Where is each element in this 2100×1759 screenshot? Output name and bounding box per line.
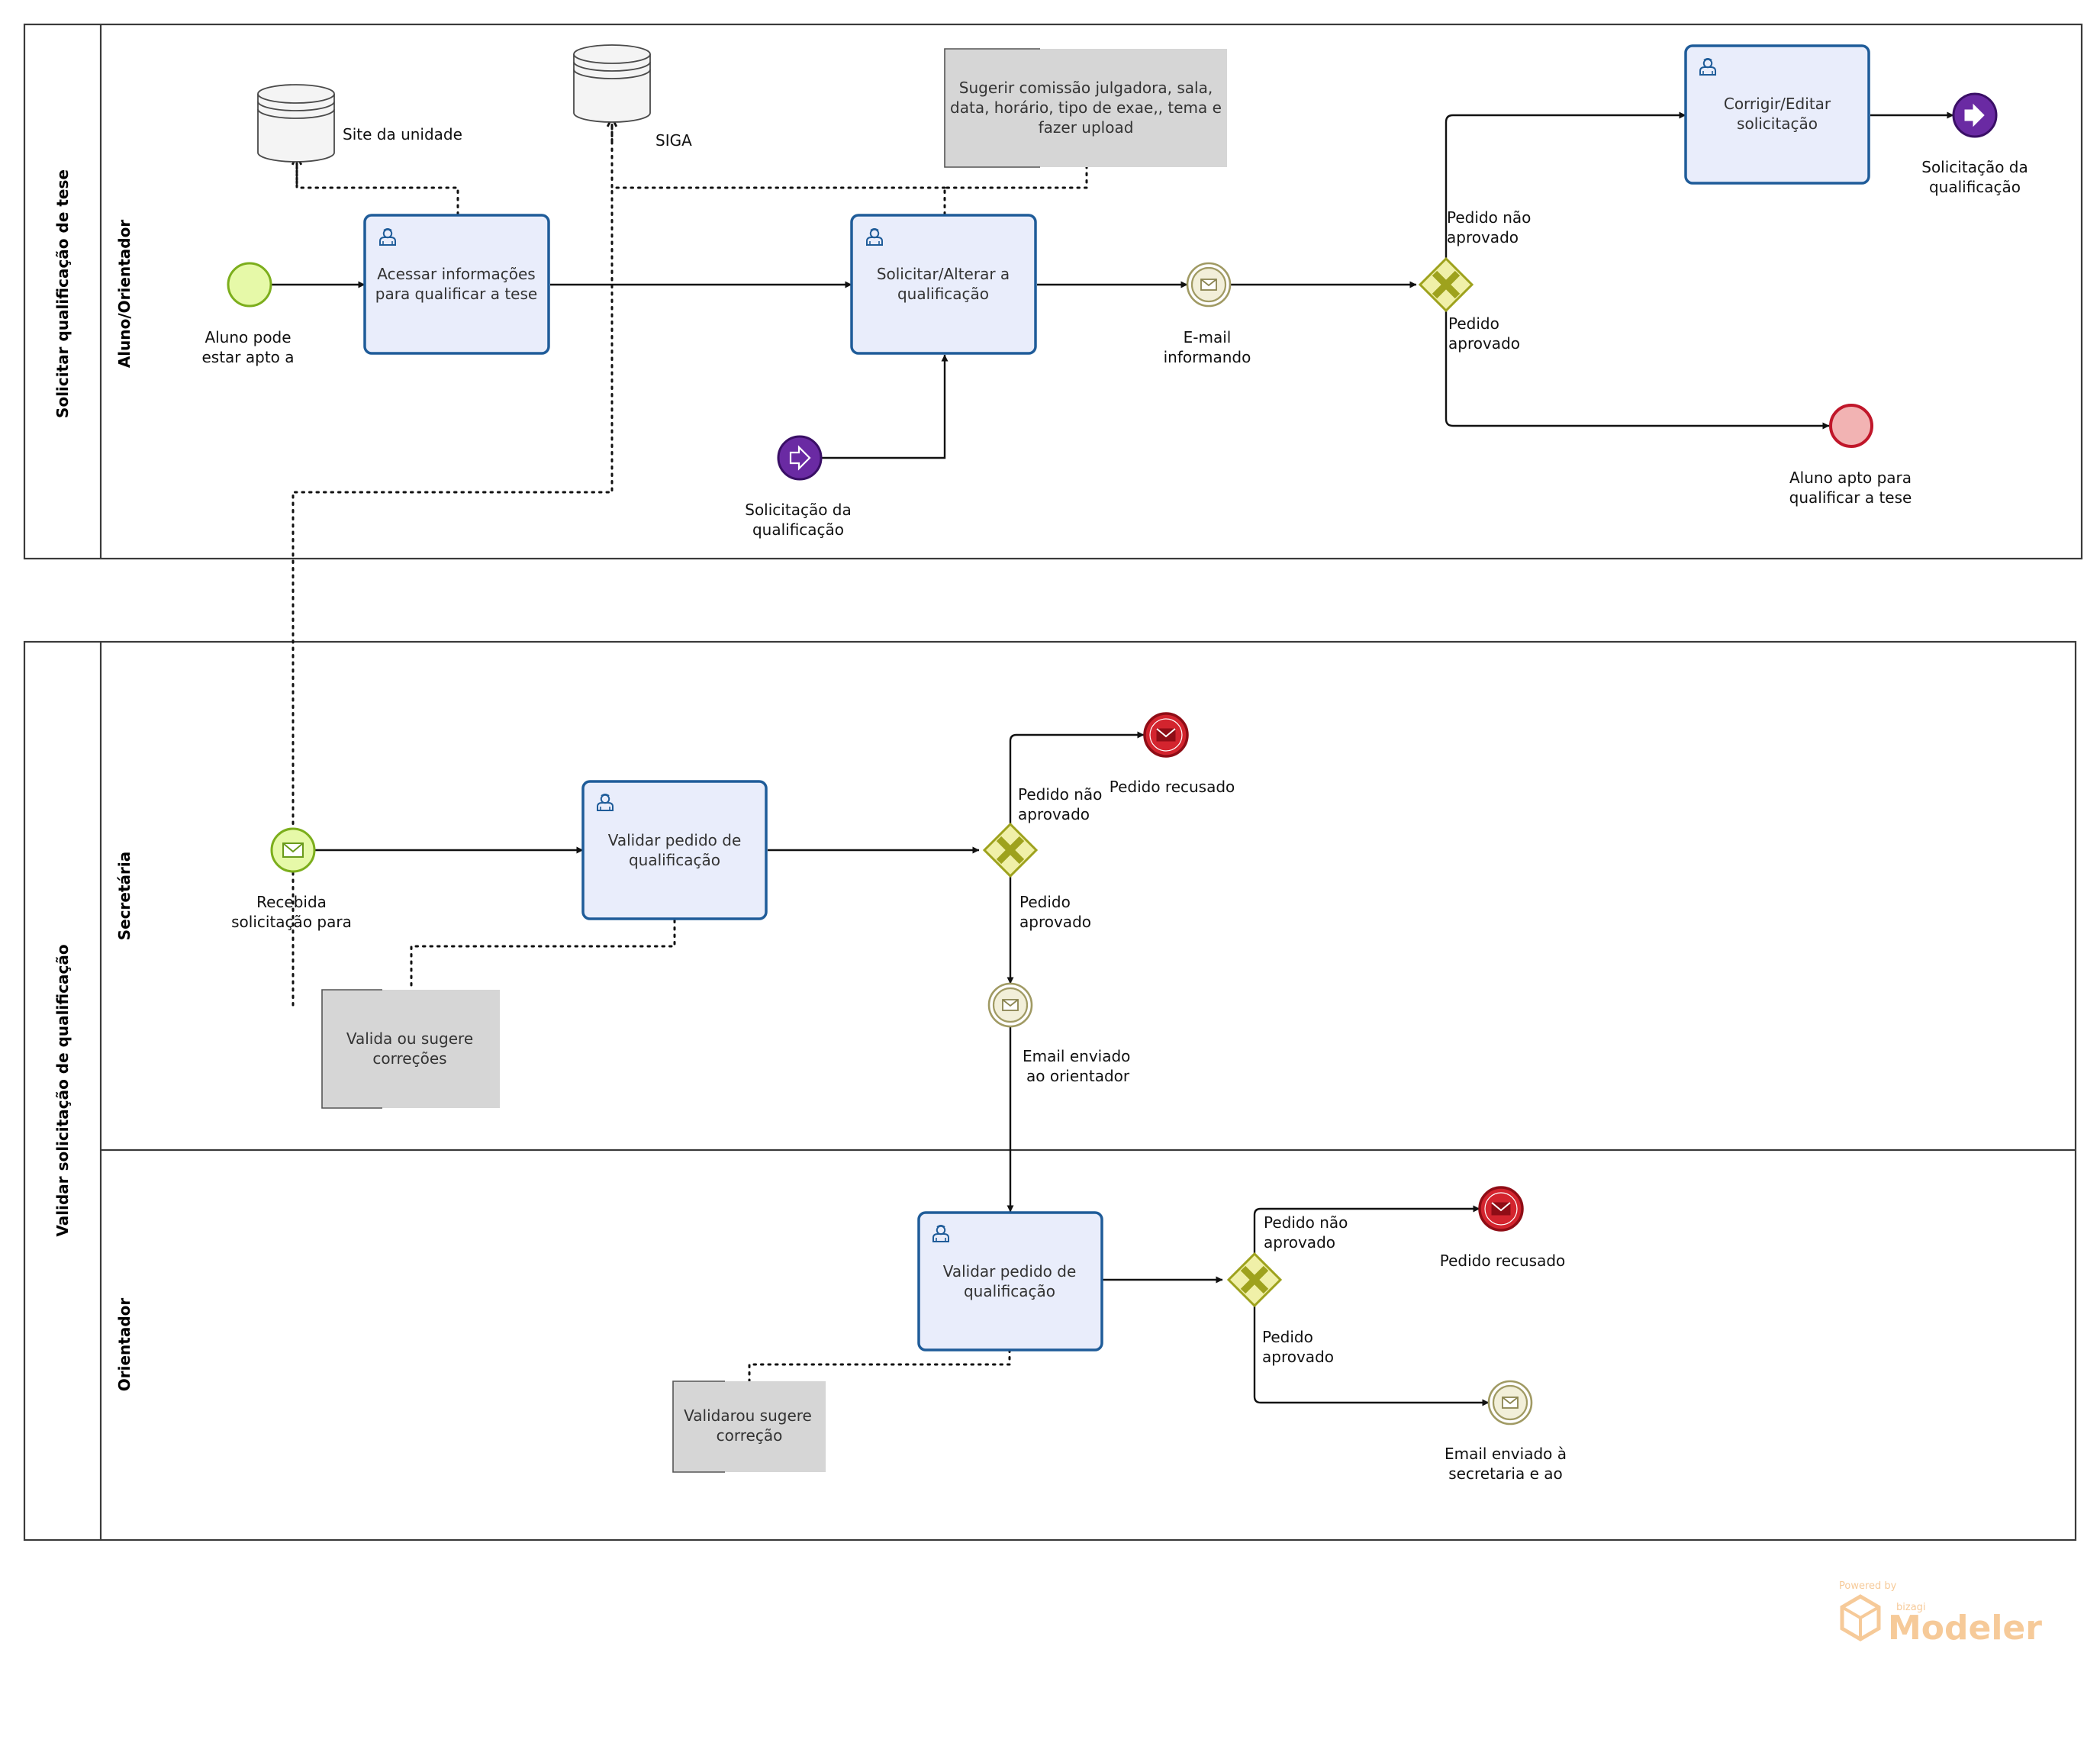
label-gw2-sim-1: Pedido (1019, 893, 1071, 911)
annotation-valida-sec-line-1: Valida ou sugere (346, 1029, 473, 1048)
task-validar-sec-line-2: qualificação (629, 851, 720, 869)
label-email-orientador-1: Email enviado (1023, 1047, 1130, 1065)
label-solicitacao-out-1: Solicitação da (1921, 158, 2028, 176)
envelope-icon (1491, 1202, 1511, 1216)
exclusive-gateway-x-icon (996, 836, 1025, 865)
label-gw3-nao-1: Pedido não (1264, 1213, 1348, 1232)
label-aluno-pode-1: Aluno pode (205, 328, 291, 346)
bizagi-logo-icon (1840, 1594, 1881, 1641)
label-gw2-nao-2: aprovado (1018, 805, 1090, 823)
label-recusado-ori: Pedido recusado (1440, 1252, 1566, 1270)
task-validar-sec-line-1: Validar pedido de (608, 831, 742, 849)
label-gw1-sim-2: aprovado (1448, 334, 1520, 353)
task-solicitar-line-2: qualificação (897, 285, 989, 303)
label-gw2-nao-1: Pedido não (1018, 785, 1102, 804)
intermediate-event-email-orientador[interactable] (987, 982, 1033, 1028)
label-gw3-nao-2: aprovado (1264, 1233, 1335, 1252)
end-event-recusado-orientador[interactable] (1478, 1186, 1524, 1232)
watermark-powered-by: Powered by (1839, 1580, 1897, 1592)
task-solicitar-alterar[interactable]: Solicitar/Alterar a qualificação (850, 214, 1037, 355)
link-event-solicitacao-in[interactable] (777, 435, 823, 481)
task-acessar-line-1: Acessar informações (377, 265, 535, 283)
task-solicitar-line-1: Solicitar/Alterar a (877, 265, 1010, 283)
annotation-sugerir-line-2: data, horário, tipo de exae,, tema e (950, 98, 1222, 117)
label-email-informando-2: informando (1164, 348, 1251, 366)
task-corrigir-line-2: solicitação (1737, 114, 1818, 133)
label-aluno-apto-1: Aluno apto para (1789, 469, 1912, 487)
watermark-brand: bizagi (1896, 1602, 1926, 1613)
envelope-icon (1002, 999, 1019, 1011)
envelope-icon (1502, 1397, 1519, 1409)
start-event-recebida[interactable] (270, 827, 316, 873)
exclusive-gateway-x-icon (1240, 1265, 1269, 1294)
label-solicitacao-in-2: qualificação (752, 520, 844, 539)
label-recebida-2: solicitação para (231, 913, 352, 931)
lane-title-aluno: Aluno/Orientador (115, 220, 134, 368)
end-event-recusado-secretaria[interactable] (1143, 712, 1189, 758)
gateway-secretaria[interactable] (982, 822, 1039, 878)
label-gw1-sim-1: Pedido (1448, 314, 1499, 333)
label-site-da-unidade: Site da unidade (343, 125, 462, 143)
annotation-sugerir-line-1: Sugerir comissão julgadora, sala, (959, 79, 1213, 97)
label-siga: SIGA (655, 131, 692, 150)
task-validar-ori-line-2: qualificação (964, 1282, 1055, 1300)
task-validar-ori-line-1: Validar pedido de (943, 1262, 1077, 1281)
gateway-aluno[interactable] (1418, 256, 1474, 313)
watermark-product: Modeler (1888, 1609, 2042, 1648)
annotation-valida-ori-line-1: Validarou sugere (684, 1406, 812, 1425)
lane-title-secretaria: Secretária (115, 852, 134, 941)
lane-title-orientador: Orientador (115, 1298, 134, 1392)
envelope-icon (1156, 728, 1176, 742)
exclusive-gateway-x-icon (1432, 270, 1461, 299)
task-corrigir-editar[interactable]: Corrigir/Editar solicitação (1684, 44, 1870, 185)
label-gw3-sim-2: aprovado (1262, 1348, 1334, 1366)
link-event-solicitacao-out[interactable] (1952, 92, 1998, 138)
data-store-site[interactable] (257, 84, 335, 163)
sequence-flows (271, 111, 1954, 1406)
label-email-informando-1: E-mail (1184, 328, 1232, 346)
link-arrow-icon (789, 445, 811, 471)
label-recebida-1: Recebida (256, 893, 327, 911)
data-store-siga[interactable] (573, 44, 651, 123)
associations (293, 122, 1088, 1383)
task-validar-orientador[interactable]: Validar pedido de qualificação (917, 1211, 1103, 1351)
label-email-orientador-2: ao orientador (1026, 1067, 1130, 1085)
label-solicitacao-in-1: Solicitação da (745, 501, 852, 519)
pool-title-solicitar: Solicitar qualificação de tese (53, 169, 72, 418)
start-event-aluno-pode[interactable] (227, 262, 272, 308)
label-email-secretaria-2: secretaria e ao (1448, 1464, 1562, 1483)
label-recusado-sec: Pedido recusado (1110, 778, 1235, 796)
annotation-valida-sec-line-2: correções (372, 1049, 446, 1068)
pool-title-validar: Validar solicitação de qualificação (53, 944, 72, 1236)
task-corrigir-line-1: Corrigir/Editar (1724, 95, 1831, 113)
label-aluno-apto-2: qualificar a tese (1789, 488, 1912, 507)
intermediate-event-email-secretaria[interactable] (1487, 1380, 1533, 1426)
label-gw1-nao-2: aprovado (1447, 228, 1519, 246)
link-arrow-icon (1964, 103, 1985, 127)
label-gw1-nao-1: Pedido não (1447, 208, 1531, 227)
annotation-valida-ori-line-2: correção (717, 1426, 783, 1445)
task-acessar-informacoes[interactable]: Acessar informações para qualificar a te… (363, 214, 550, 355)
envelope-icon (1200, 279, 1217, 291)
task-validar-secretaria[interactable]: Validar pedido de qualificação (581, 780, 768, 920)
label-email-secretaria-1: Email enviado à (1445, 1445, 1567, 1463)
envelope-icon (282, 842, 304, 858)
label-gw3-sim-1: Pedido (1262, 1328, 1313, 1346)
annotation-valida-orientador: Validarou sugere correção (672, 1380, 826, 1473)
bizagi-watermark: Powered by bizagi Modeler (1839, 1580, 2042, 1648)
label-solicitacao-out-2: qualificação (1929, 178, 2021, 196)
annotation-valida-secretaria: Valida ou sugere correções (321, 989, 500, 1109)
annotation-sugerir-comissao: Sugerir comissão julgadora, sala, data, … (944, 48, 1227, 168)
gateway-orientador[interactable] (1226, 1252, 1283, 1308)
intermediate-event-email-informando[interactable] (1186, 262, 1232, 308)
label-aluno-pode-2: estar apto a (201, 348, 294, 366)
task-acessar-line-2: para qualificar a tese (375, 285, 537, 303)
end-event-aluno-apto[interactable] (1829, 404, 1873, 448)
label-gw2-sim-2: aprovado (1019, 913, 1091, 931)
annotation-sugerir-line-3: fazer upload (1039, 118, 1134, 137)
